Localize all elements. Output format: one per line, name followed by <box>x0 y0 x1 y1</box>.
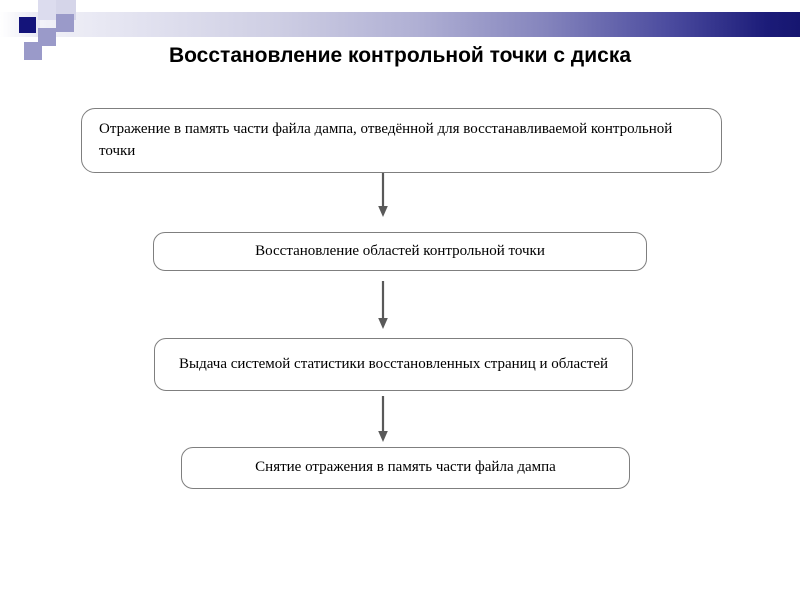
light-lavender-square-a-icon <box>38 0 58 20</box>
dark-navy-square-icon <box>19 17 36 33</box>
mid-lavender-square-a-icon <box>56 14 74 32</box>
flow-step-unmap-dump-file-part[interactable]: Снятие отражения в память части файла да… <box>181 447 630 489</box>
flow-step-1-label: Отражение в память части файла дампа, от… <box>99 120 673 159</box>
flow-step-2-label: Восстановление областей контрольной точк… <box>255 242 545 259</box>
connector-arrow-3 <box>371 396 395 442</box>
connector-arrow-2 <box>371 281 395 329</box>
flow-step-4-label: Снятие отражения в память части файла да… <box>255 459 556 476</box>
mid-lavender-square-b-icon <box>38 28 56 46</box>
flow-step-system-statistics-output[interactable]: Выдача системой статистики восстановленн… <box>154 338 633 391</box>
flow-step-restore-checkpoint-areas[interactable]: Восстановление областей контрольной точк… <box>153 232 647 271</box>
page-title: Восстановление контрольной точки с диска <box>168 44 632 67</box>
flow-step-map-dump-file-part[interactable]: Отражение в память части файла дампа, от… <box>81 108 722 173</box>
connector-arrow-1 <box>371 173 395 217</box>
mid-lavender-square-c-icon <box>24 42 42 60</box>
header-gradient-band <box>0 12 800 37</box>
flow-step-3-label: Выдача системой статистики восстановленн… <box>179 355 609 372</box>
